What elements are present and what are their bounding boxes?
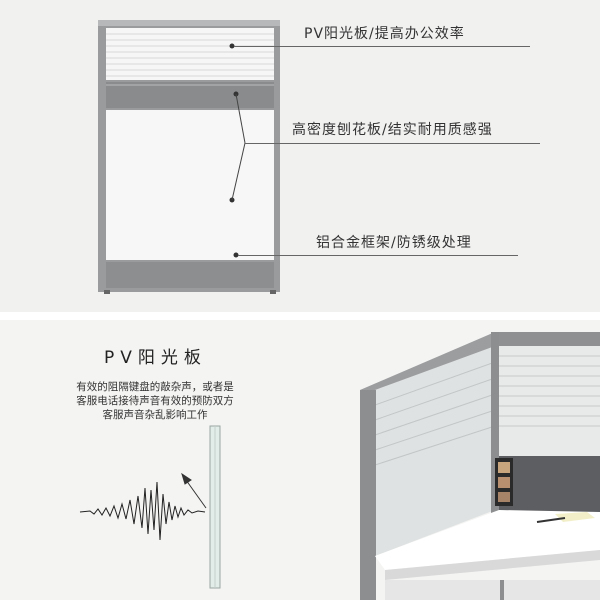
particle-board-panel	[106, 110, 274, 260]
callout-alloy-frame: 铝合金框架/防锈级处理	[316, 235, 472, 251]
description-line: 客服声音杂乱影响工作	[102, 409, 208, 421]
description-line: 有效的阻隔键盘的敲杂声，或者是	[76, 381, 234, 393]
feature-title: PV阳光板	[104, 348, 207, 368]
feature-description: 有效的阻隔键盘的敲杂声，或者是 客服电话接待声音有效的预防双方 客服声音杂乱影响…	[40, 380, 270, 422]
product-diagram-panel: PV阳光板/提高办公效率 高密度刨花板/结实耐用质感强 铝合金框架/防锈级处理	[98, 20, 540, 294]
callout-line-density	[245, 143, 540, 144]
glass-panel-icon	[209, 425, 221, 589]
callout-line-pv	[234, 46, 530, 47]
section-divider	[0, 312, 600, 320]
description-line: 客服电话接待声音有效的预防双方	[76, 395, 234, 407]
callout-pv-board: PV阳光板/提高办公效率	[304, 26, 465, 42]
callout-density-board: 高密度刨花板/结实耐用质感强	[292, 122, 493, 138]
reflect-arrow-icon	[181, 472, 207, 509]
office-partition-photo	[360, 332, 600, 600]
callout-line-frame	[238, 255, 518, 256]
partition-drawing	[98, 20, 280, 294]
pv-board-panel	[106, 28, 274, 80]
sound-wave-icon	[79, 481, 206, 541]
sound-block-illustration	[79, 425, 221, 589]
